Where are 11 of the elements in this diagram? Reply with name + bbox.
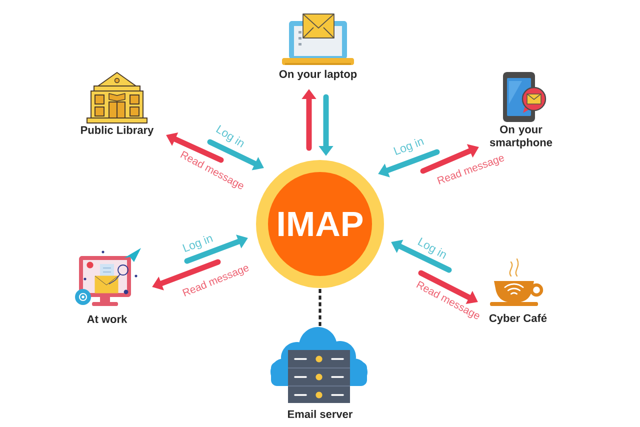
device-label: Cyber Café [489, 314, 547, 324]
device-label: On your laptop [279, 70, 357, 80]
device-label: On your smartphone [490, 126, 552, 148]
edge-label: Log in [418, 238, 446, 259]
device-label: Public Library [81, 126, 154, 136]
edge-label: Log in [182, 236, 213, 252]
edge-label: Log in [393, 138, 424, 156]
dashed-line [318, 289, 322, 326]
device-label: Email server [288, 410, 353, 418]
edge-label: Log in [216, 125, 244, 148]
device-label: At work [87, 314, 128, 324]
